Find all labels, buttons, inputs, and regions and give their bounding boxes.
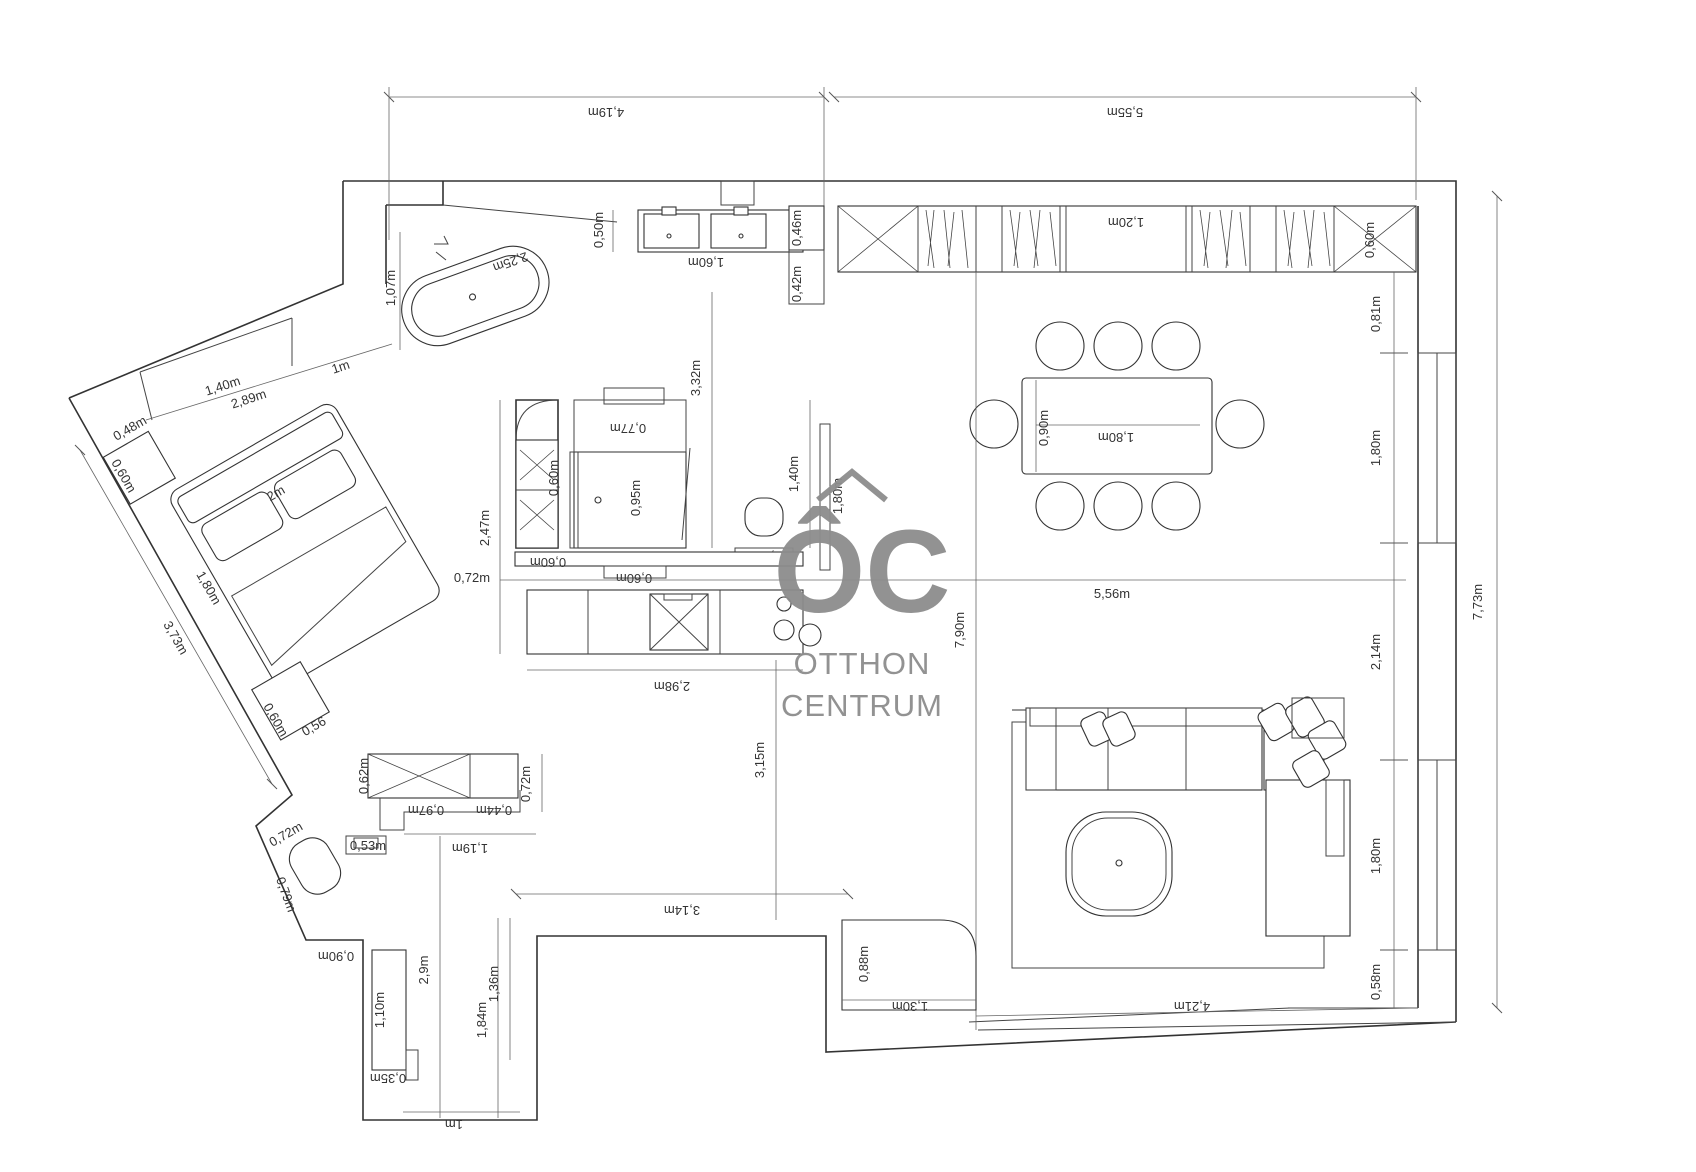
- dim-wc-072: 0,72m: [518, 766, 533, 802]
- dim-bath-tub-side: 1,07m: [383, 270, 398, 306]
- dim-right-081: 0,81m: [1368, 296, 1383, 332]
- living-dimensions: 5,56m 7,90m 0,81m 1,80m 2,14m 1,80m 0,58…: [952, 272, 1408, 1030]
- bathtub: [401, 245, 550, 347]
- pillow-right: [274, 449, 357, 520]
- dim-entry-1m: 1m: [445, 1117, 463, 1132]
- dim-vertical-332: 3,32m: [688, 360, 703, 396]
- dim-kitchen-height: 2,47m: [477, 510, 492, 546]
- dim-dining-width: 1,80m: [1098, 430, 1134, 445]
- lounge-chairs: [1080, 696, 1347, 788]
- dim-entry-184: 1,84m: [474, 1002, 489, 1038]
- logo-word-2: CENTRUM: [781, 688, 943, 723]
- logo-mark: ÔC: [774, 505, 951, 638]
- sink-right: [710, 213, 767, 249]
- dim-wardrobe-top-right: 0,60m: [1362, 222, 1377, 258]
- dim-terrace-088: 0,88m: [856, 946, 871, 982]
- logo-word-1: OTTHON: [794, 646, 931, 681]
- dim-kitchen-pantry: 1,20m: [1108, 215, 1144, 230]
- bathroom: 2,25m 1,07m 0,50m 1,60m 0,46m 0,42m: [383, 180, 825, 350]
- cooktop: [773, 596, 822, 647]
- dim-dining-depth: 0,90m: [1036, 410, 1051, 446]
- dim-bath-small-depth: 0,46m: [789, 210, 804, 246]
- outer-walls: [68, 180, 1457, 1121]
- dim-bed-wall-3: 1m: [330, 357, 352, 377]
- logo-roof-icon: [816, 468, 888, 503]
- island-bottom: 0,88m 1,30m 4,21m: [841, 919, 1419, 1017]
- dim-living-width: 5,56m: [1094, 586, 1130, 601]
- wc-block: 0,62m 0,97m 0,44m 0,72m 1,19m 0,53m 0,72…: [266, 753, 543, 914]
- sofa: [1025, 707, 1263, 791]
- shower-tray: [573, 451, 687, 549]
- dim-kitchen-600: 0,60m: [530, 555, 566, 570]
- dim-right-180a: 1,80m: [1368, 430, 1383, 466]
- dim-wc-062: 0,62m: [356, 758, 371, 794]
- dim-wc-097: 0,97m: [408, 803, 444, 818]
- dim-wc-119: 1,19m: [452, 841, 488, 856]
- shelf-unit: [515, 439, 559, 549]
- dim-kitchen-600-b: 0,60m: [616, 571, 652, 586]
- dim-top-left: 4,19m: [588, 105, 624, 120]
- entry-cabinet: [371, 949, 407, 1071]
- dim-toilet-079: 0,79m: [273, 875, 299, 914]
- dim-right-214: 2,14m: [1368, 634, 1383, 670]
- dining-chairs: [969, 321, 1265, 531]
- dining-area: 1,80m 0,90m: [969, 321, 1265, 531]
- toilet-wc: [288, 837, 342, 895]
- dim-living-height: 7,90m: [952, 612, 967, 648]
- dim-right-height: 7,73m: [1470, 584, 1485, 620]
- dim-terrace-130: 1,30m: [892, 999, 928, 1014]
- entry: 0,90m 2,9m 1,10m 0,35m 1,84m 1,36m 1m: [318, 836, 520, 1132]
- dim-bath-small-side: 0,42m: [789, 266, 804, 302]
- dim-bath-sink-depth: 0,50m: [591, 212, 606, 248]
- sink-left: [643, 213, 700, 249]
- top-dimensions: 4,19m 5,55m 7,73m: [383, 87, 1503, 1014]
- dim-right-180b: 1,80m: [1368, 838, 1383, 874]
- nightstand-top: [102, 430, 177, 505]
- dim-hall-314: 3,14m: [664, 903, 700, 918]
- dim-kitchen-offset: 0,72m: [454, 570, 490, 585]
- hall: 3,15m 3,14m: [510, 660, 854, 920]
- sofa-chaise: [1265, 779, 1351, 937]
- dim-entry-29: 2,9m: [416, 956, 431, 985]
- dim-bed-wall-2: 2,89m: [229, 386, 268, 411]
- dim-kitchen-width: 2,98m: [654, 679, 690, 694]
- watermark-logo: ÔC OTTHON CENTRUM: [774, 468, 951, 723]
- dim-terrace-421: 4,21m: [1174, 999, 1210, 1014]
- toilet-main: [744, 497, 784, 537]
- living-room: [1011, 696, 1351, 969]
- dim-entry-136: 1,36m: [486, 966, 501, 1002]
- corner-counter: [841, 919, 977, 1011]
- dim-bedroom-diagonal: 3,73m: [160, 618, 191, 657]
- bed: [170, 403, 440, 687]
- bedroom: 1,40m 2,89m 1m 2m 1,80m 0,48m 0,60m 0,60…: [74, 317, 440, 790]
- dim-top-right: 5,55m: [1107, 105, 1143, 120]
- dim-bath-sink-width: 1,60m: [688, 255, 724, 270]
- dim-entry-035: 0,35m: [370, 1071, 406, 1086]
- right-windows: [1417, 352, 1457, 951]
- tall-units: 1,20m 0,60m: [837, 205, 1417, 273]
- tub-faucet-icon: [434, 235, 449, 261]
- dim-wc-044: 0,44m: [476, 803, 512, 818]
- bed-headboard: [177, 411, 344, 524]
- dim-shower-width: 0,77m: [610, 421, 646, 436]
- dim-wc-053: 0,53m: [350, 838, 386, 853]
- dim-shelf-small: 0,60m: [546, 460, 561, 496]
- dim-entry-090: 0,90m: [318, 949, 354, 964]
- pillow-left: [201, 491, 284, 562]
- dining-table: [1021, 377, 1213, 475]
- dim-hall-315: 3,15m: [752, 742, 767, 778]
- dim-right-058: 0,58m: [1368, 964, 1383, 1000]
- dim-vertical-140: 1,40m: [786, 456, 801, 492]
- closet-unit: [367, 753, 519, 799]
- kitchen: 0,60m 0,60m 2,47m 0,72m 2,98m: [454, 400, 1406, 694]
- nightstand-bottom: [250, 660, 331, 741]
- dim-shower-depth: 0,95m: [628, 480, 643, 516]
- tall-unit-row: [837, 205, 1417, 273]
- dim-entry-110: 1,10m: [372, 992, 387, 1028]
